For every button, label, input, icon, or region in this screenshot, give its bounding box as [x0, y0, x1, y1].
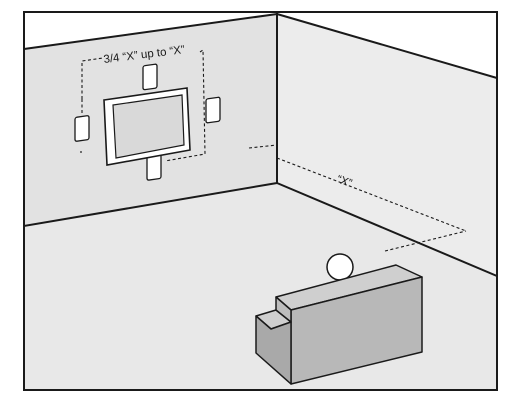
tv [103, 87, 191, 166]
distance-lines [248, 144, 467, 252]
speaker-bottom [146, 153, 162, 181]
viewer-head [326, 253, 354, 281]
sofa-side [255, 315, 292, 385]
speaker-right [205, 96, 221, 124]
speaker-top [142, 63, 158, 91]
sofa-back-edge [275, 296, 292, 323]
speaker-left [74, 115, 90, 142]
mount-dot [80, 151, 82, 153]
room-frame [23, 11, 498, 391]
distance-label: “X” [335, 174, 354, 191]
sofa [255, 264, 423, 385]
spacing-bracket [81, 48, 206, 162]
tv-screen [112, 94, 185, 159]
